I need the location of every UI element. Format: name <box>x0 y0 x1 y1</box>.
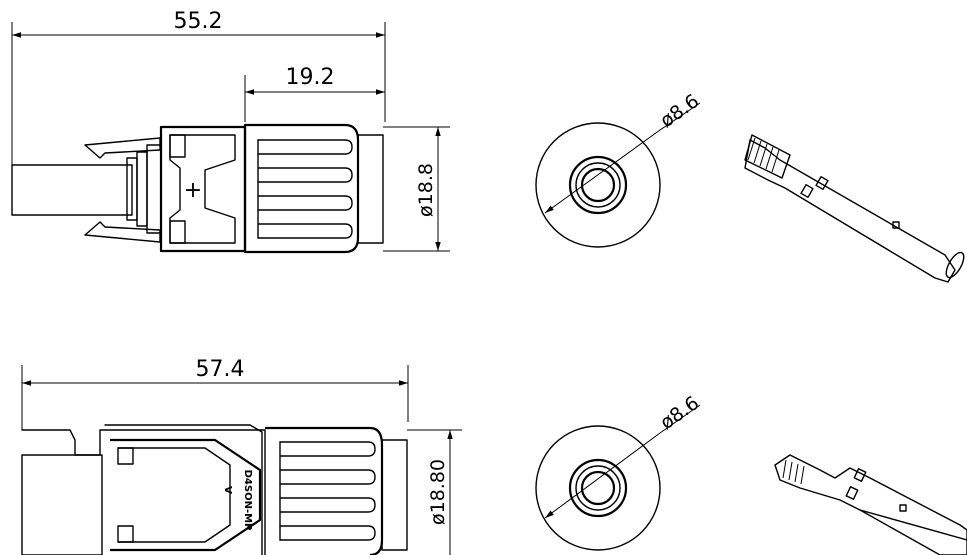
dim-nut-length-top: 19.2 <box>286 65 335 90</box>
dim-pin-diameter-bottom: ø8.6 <box>656 392 703 434</box>
bottom-socket-isometric <box>774 454 967 555</box>
top-pin-isometric <box>744 134 965 283</box>
body-marking: D4SON-MP <box>242 470 253 531</box>
locking-nut-bottom <box>265 426 384 555</box>
latch-top <box>84 137 161 159</box>
top-connector-front-view: ø8.6 <box>535 90 703 248</box>
bottom-connector-front-view: ø8.6 <box>535 392 703 551</box>
dim-pin-diameter-top: ø8.6 <box>656 90 703 132</box>
top-connector-side-view: 55.2 19.2 + ø18.8 <box>11 9 450 254</box>
dim-overall-length-bottom: 57.4 <box>196 357 245 382</box>
bottom-connector-side-view: 57.4 D4SON-MP V ø18.80 <box>21 357 462 555</box>
dim-overall-length-top: 55.2 <box>174 9 223 34</box>
housing-body <box>159 125 247 253</box>
dim-body-diameter-top: ø18.8 <box>415 163 437 217</box>
locking-nut-top <box>243 123 360 254</box>
dim-body-diameter-bottom: ø18.80 <box>427 459 449 525</box>
housing-body-bottom <box>110 438 262 552</box>
polarity-plus-mark: + <box>184 178 202 203</box>
body-marking-small: V <box>222 486 233 494</box>
latch-bottom <box>84 221 161 243</box>
